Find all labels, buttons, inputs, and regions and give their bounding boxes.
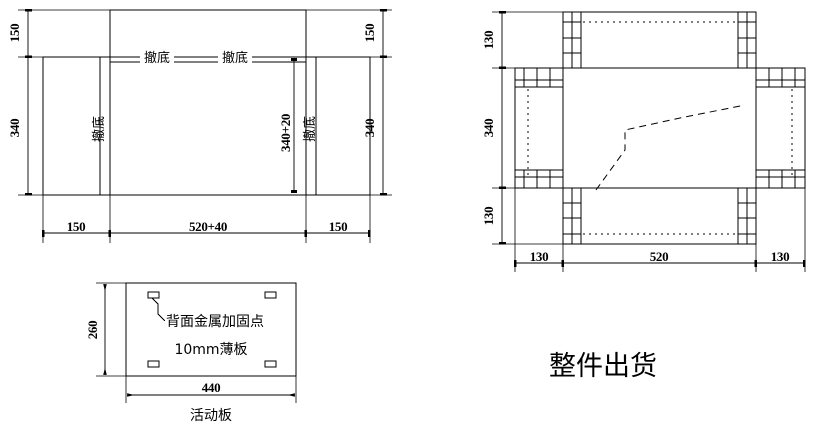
dim-right-340-text: 340 bbox=[362, 119, 377, 138]
flap-label-left-mask bbox=[140, 50, 174, 64]
dim-tr-tick-1 bbox=[499, 11, 506, 14]
reinforce-point-bottom-left bbox=[147, 360, 160, 368]
dim-tr-340-text: 340 bbox=[481, 119, 496, 138]
dim-left-tick-1 bbox=[25, 9, 32, 12]
dim-inner-height-text: 340+20 bbox=[278, 114, 293, 152]
dim-tr-left-chain: 130 340 130 bbox=[481, 11, 563, 245]
tr-bottom-right-corner-hatch bbox=[737, 188, 756, 244]
material-text: 10mm薄板 bbox=[174, 342, 247, 358]
dim-right-chain: 150 340 bbox=[306, 9, 392, 196]
dim-b-tick-2 bbox=[108, 230, 111, 237]
reinforce-point-top-left bbox=[147, 291, 160, 299]
view-bottom-left-geometry bbox=[125, 282, 297, 377]
dim-trb-tick-3 bbox=[754, 260, 757, 267]
view-top-left-flap-labels: 撤底 撤底 bbox=[144, 50, 248, 66]
dim-left-340-text: 340 bbox=[7, 119, 22, 138]
side-label-right: 撤底 bbox=[302, 116, 318, 142]
tr-top-flap bbox=[562, 11, 757, 75]
tr-top-right-corner-hatch bbox=[737, 12, 756, 68]
dim-tr-tick-3 bbox=[499, 186, 506, 189]
dim-b-tick-1 bbox=[42, 230, 45, 237]
dim-left-tick-3 bbox=[25, 193, 32, 196]
dim-trb-130-right-text: 130 bbox=[771, 249, 790, 264]
shipping-note: 整件出货 bbox=[549, 351, 657, 382]
view-top-left-geometry bbox=[42, 9, 371, 196]
dim-tr-130-bottom-text: 130 bbox=[481, 207, 496, 226]
dim-b-tick-3 bbox=[304, 230, 307, 237]
dim-inner-tick-bottom bbox=[291, 190, 297, 193]
dim-left-chain: 150 340 bbox=[7, 9, 110, 196]
flap-label-left: 撤底 bbox=[144, 50, 170, 66]
dim-inner-tick-top bbox=[291, 58, 297, 61]
tr-top-left-corner-hatch bbox=[563, 12, 582, 68]
dim-trb-520-text: 520 bbox=[650, 249, 669, 264]
dim-tr-tick-2 bbox=[499, 66, 506, 69]
view-bottom-left-annotations: 背面金属加固点 10mm薄板 bbox=[166, 314, 264, 358]
dim-inner-height: 340+20 bbox=[278, 58, 297, 193]
dim-b-150-right-text: 150 bbox=[329, 219, 348, 234]
view-top-left-side-labels: 撤底 撤底 bbox=[91, 116, 318, 142]
dim-board-width: 440 bbox=[125, 376, 297, 403]
dim-right-tick-1 bbox=[380, 9, 387, 12]
dim-tr-tick-4 bbox=[499, 242, 506, 245]
dim-right-150-text: 150 bbox=[362, 24, 377, 43]
dim-trb-tick-1 bbox=[514, 260, 517, 267]
dim-bottom-chain-left-view: 150 520+40 150 bbox=[42, 195, 371, 243]
tr-center-break-line bbox=[595, 104, 746, 191]
reinforce-point-top-right bbox=[264, 291, 277, 299]
dim-trb-tick-2 bbox=[561, 260, 564, 267]
dim-tr-130-top-text: 130 bbox=[481, 31, 496, 50]
flap-label-right: 撤底 bbox=[222, 50, 248, 66]
tr-bottom-flap bbox=[562, 181, 757, 245]
dim-right-tick-2 bbox=[380, 55, 387, 58]
dim-trb-130-left-text: 130 bbox=[530, 249, 549, 264]
callout-leader bbox=[151, 297, 166, 322]
dim-b-150-left-text: 150 bbox=[67, 219, 86, 234]
dim-b-center-text: 520+40 bbox=[189, 219, 227, 234]
view-top-right-geometry bbox=[514, 11, 806, 245]
dim-b-tick-4 bbox=[368, 230, 371, 237]
tr-bottom-left-corner-hatch bbox=[563, 188, 582, 244]
tr-center-panel bbox=[562, 67, 757, 189]
dim-board-height-text: 260 bbox=[85, 321, 100, 340]
dim-board-width-text: 440 bbox=[202, 380, 221, 395]
dim-board-height: 260 bbox=[85, 282, 126, 377]
reinforce-point-bottom-right bbox=[264, 360, 277, 368]
tr-right-side-hatch bbox=[756, 68, 805, 188]
tr-left-side-hatch bbox=[515, 68, 563, 188]
top-flap-panel bbox=[109, 9, 307, 58]
dim-right-tick-3 bbox=[380, 193, 387, 196]
board-caption: 活动板 bbox=[190, 408, 232, 424]
side-label-left: 撤底 bbox=[91, 116, 107, 142]
callout-text: 背面金属加固点 bbox=[166, 314, 264, 330]
dim-trb-tick-4 bbox=[803, 260, 806, 267]
dim-left-150-text: 150 bbox=[7, 24, 22, 43]
dim-left-tick-2 bbox=[25, 55, 32, 58]
flap-label-right-mask bbox=[218, 50, 252, 64]
dim-tr-bottom-chain: 130 520 130 bbox=[514, 188, 806, 272]
